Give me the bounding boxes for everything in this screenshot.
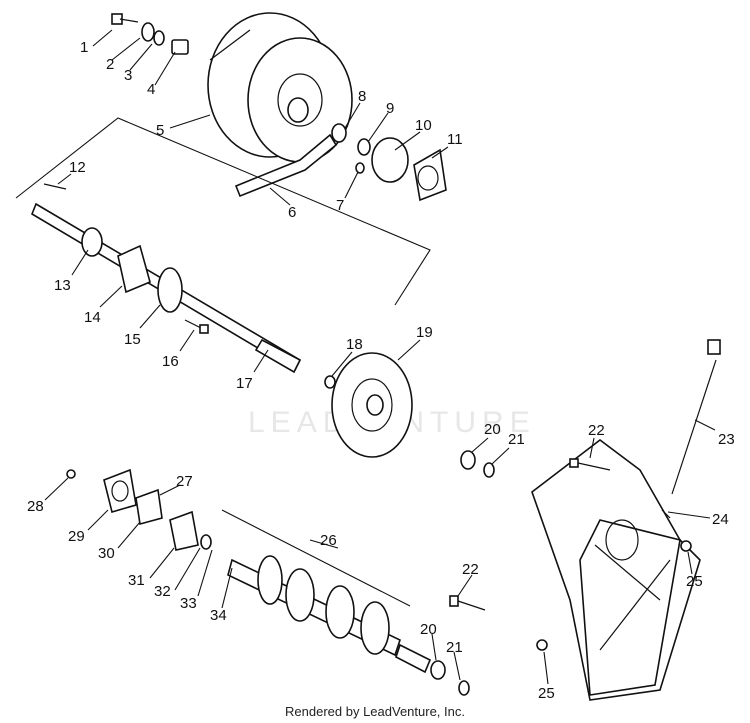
callout-12: 12 [69, 159, 86, 176]
callout-27: 27 [176, 473, 193, 490]
callout-25: 25 [686, 573, 703, 590]
callout-18: 18 [346, 336, 363, 353]
callout-9: 9 [386, 100, 394, 117]
callout-20-lower: 20 [420, 621, 437, 638]
callout-25-lower: 25 [538, 685, 555, 702]
drive-shaft-26 [227, 555, 432, 674]
callout-15: 15 [124, 331, 141, 348]
callout-3: 3 [124, 67, 132, 84]
callout-28: 28 [27, 498, 44, 515]
flange-14 [117, 244, 151, 294]
washer-2 [141, 22, 155, 42]
washer-9 [357, 138, 371, 156]
callout-16: 16 [162, 353, 179, 370]
callout-labels: 1 2 3 4 5 6 7 8 9 10 11 12 13 14 15 16 1… [27, 39, 735, 702]
ring-21-upper [483, 462, 495, 478]
callout-17: 17 [236, 375, 253, 392]
key-12 [43, 183, 67, 190]
callout-20: 20 [484, 421, 501, 438]
nut-25-lower [536, 639, 548, 651]
callout-7: 7 [336, 197, 344, 214]
callout-33: 33 [180, 595, 197, 612]
callout-10: 10 [415, 117, 432, 134]
callout-26: 26 [320, 532, 337, 549]
callout-6: 6 [288, 204, 296, 221]
callout-22-lower: 22 [462, 561, 479, 578]
ring-18 [324, 375, 336, 389]
nut-25-right [680, 540, 692, 552]
washer-3 [153, 30, 165, 46]
callout-32: 32 [154, 583, 171, 600]
nut-28 [66, 469, 76, 479]
callout-21-lower: 21 [446, 639, 463, 656]
bolt-1 [111, 13, 139, 25]
bearing-13 [81, 227, 103, 257]
belt-6 [234, 133, 338, 198]
callout-14: 14 [84, 309, 101, 326]
bolt-22-upper [569, 458, 611, 471]
flange-31 [169, 510, 199, 551]
bearing-15 [157, 267, 183, 313]
nut-7 [355, 162, 365, 174]
callout-30: 30 [98, 545, 115, 562]
bearing-20-upper [460, 450, 476, 470]
callout-8: 8 [358, 88, 366, 105]
callout-19: 19 [416, 324, 433, 341]
callout-13: 13 [54, 277, 71, 294]
brake-disc-19 [331, 352, 413, 458]
callout-11: 11 [447, 131, 463, 148]
callout-24: 24 [712, 511, 729, 528]
callout-22: 22 [588, 422, 605, 439]
chaincase [531, 438, 701, 701]
seal-30 [135, 488, 163, 526]
callout-34: 34 [210, 607, 227, 624]
bearing-32 [200, 534, 212, 550]
ring-21-lower [458, 680, 470, 696]
pulley-5 [207, 12, 353, 163]
dipstick-23 [671, 339, 721, 495]
callout-31: 31 [128, 572, 145, 589]
leader-lines [44, 29, 716, 685]
washer-8 [331, 123, 347, 143]
callout-29: 29 [68, 528, 85, 545]
callout-5: 5 [156, 122, 164, 139]
callout-2: 2 [106, 56, 114, 73]
flange-29 [103, 468, 137, 514]
callout-1: 1 [80, 39, 88, 56]
pins-24 [661, 509, 671, 519]
callout-21: 21 [508, 431, 525, 448]
bearing-20-lower [430, 660, 446, 680]
bolt-16 [184, 319, 209, 334]
spacer-4 [171, 39, 189, 55]
bolt-22-lower [449, 595, 486, 611]
bearing-10 [371, 137, 409, 183]
callout-23: 23 [718, 431, 735, 448]
footer-credit: Rendered by LeadVenture, Inc. [285, 704, 465, 719]
callout-4: 4 [147, 81, 155, 98]
